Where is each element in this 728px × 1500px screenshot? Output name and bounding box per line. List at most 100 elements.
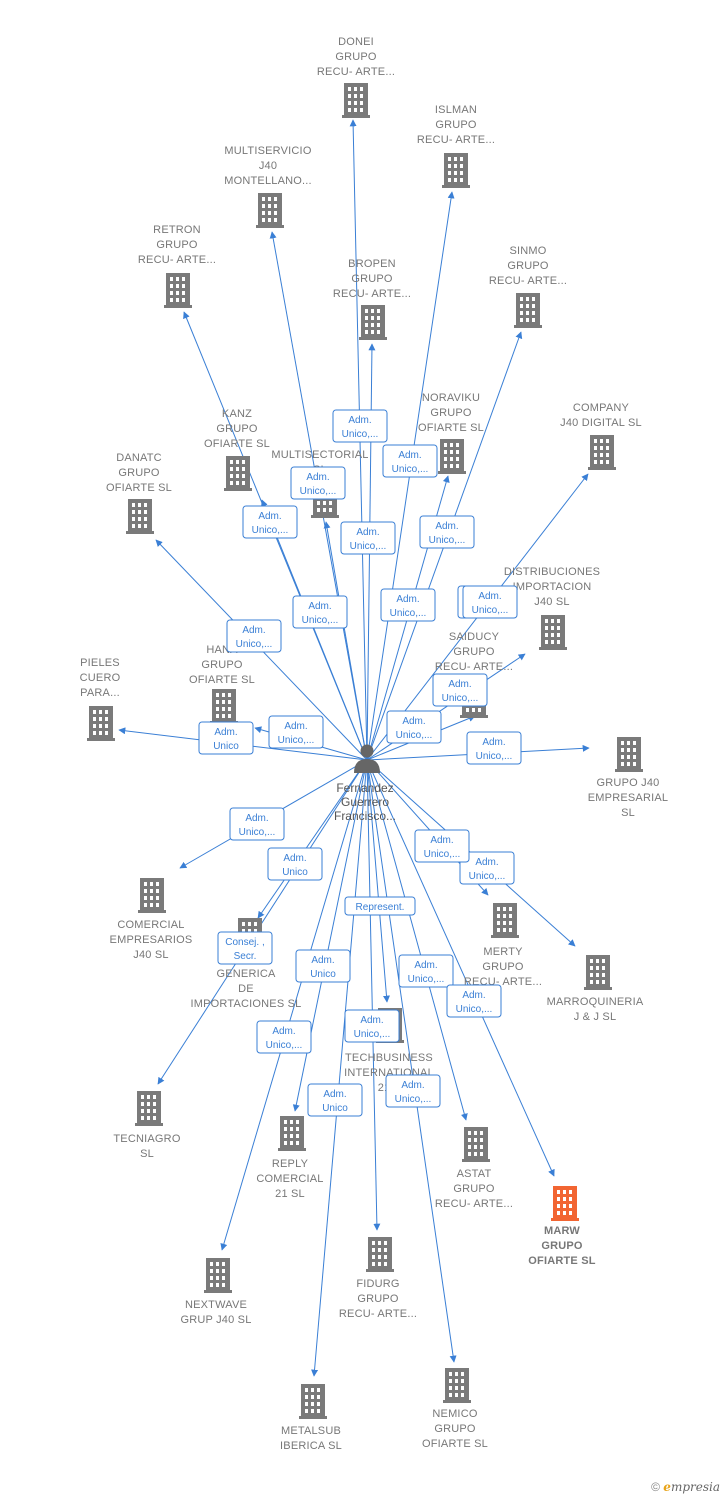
edge-label-kanz[interactable]: Adm.Unico,...	[380, 588, 436, 622]
edge-label-marroquineria[interactable]: Adm.Unico,...	[414, 829, 470, 863]
edge-label-techbusiness[interactable]: Represent.	[344, 896, 416, 916]
company-label-line: DONEI	[338, 36, 374, 48]
empresia-logo[interactable]: empresia	[663, 1480, 720, 1494]
edge-label-box	[414, 829, 470, 863]
edge-label-merty[interactable]: Adm.Unico,...	[459, 851, 515, 885]
edge-label-box	[217, 931, 273, 965]
building-icon	[210, 689, 238, 724]
edge-label-nemico[interactable]: Adm.Unico,...	[385, 1074, 441, 1108]
edge-label-text: Adm.Unico,...	[476, 737, 513, 762]
edge-label-line: Unico,...	[239, 827, 276, 838]
edge-label-nextwave[interactable]: Adm.Unico,...	[256, 1020, 312, 1054]
edge-label-line: Adm.	[356, 527, 379, 538]
edge-label-line: Adm.	[396, 594, 419, 605]
company-label-line: SAIDUCY	[449, 631, 500, 643]
edge-label-text: Adm.Unico,...	[390, 594, 427, 619]
edge-label-metalsub[interactable]: Adm.Unico	[307, 1083, 363, 1117]
edge-label-hana[interactable]: Adm.Unico,...	[268, 715, 324, 749]
company-label-line: GRUPO	[118, 467, 160, 479]
company-label-line: EMPRESARIOS	[110, 934, 193, 946]
edge-label-danatc[interactable]: Adm.Unico,...	[226, 619, 282, 653]
edge-nextwave	[220, 759, 368, 1251]
edge-label-line: Adm.	[462, 990, 485, 1001]
company-label-line: J & J SL	[574, 1011, 617, 1023]
edge-label-company-j40[interactable]: Adm.Unico,...	[462, 585, 518, 619]
edge-label-multisectorial[interactable]: Adm.Unico,...	[290, 466, 346, 500]
edge-label-islman[interactable]: Adm.Unico,...	[382, 444, 438, 478]
edge-label-line: Consej. ,	[225, 937, 264, 948]
edge-label-line: Unico,...	[469, 871, 506, 882]
edge-label-line: Unico,...	[236, 639, 273, 650]
edge-label-line: Unico,...	[342, 429, 379, 440]
edge-label-text: Adm.Unico,...	[342, 415, 379, 440]
edge-label-donei[interactable]: Adm.Unico,...	[332, 409, 388, 443]
edge-label-saiducy[interactable]: Adm.Unico,...	[386, 710, 442, 744]
edge-label-pieles[interactable]: Adm.Unico	[198, 721, 254, 755]
edge-label-astat[interactable]: Adm.Unico,...	[398, 954, 454, 988]
edge-label-marw[interactable]: Adm.Unico,...	[446, 984, 502, 1018]
edge-label-grupo-j40[interactable]: Adm.Unico,...	[466, 731, 522, 765]
edge-label-line: Unico,...	[424, 849, 461, 860]
person-name-line: Fernandez	[336, 781, 393, 795]
edge-label-line: Unico,...	[278, 735, 315, 746]
company-label-line: GRUPO	[357, 1293, 399, 1305]
edge-astat	[366, 759, 468, 1121]
edge-label-tecniagro[interactable]: Consej. ,Secr.	[217, 931, 273, 965]
edge-label-reply[interactable]: Adm.Unico	[295, 949, 351, 983]
company-label-line: NEMICO	[432, 1408, 477, 1420]
building-icon	[224, 456, 252, 491]
person-icon	[360, 744, 374, 758]
edge-label-line: Unico,...	[252, 525, 289, 536]
edge-label-bropen[interactable]: Adm.Unico,...	[340, 521, 396, 555]
edge-label-comercial[interactable]: Adm.Unico,...	[229, 807, 285, 841]
edge-label-box	[226, 619, 282, 653]
company-label-line: J40 SL	[534, 596, 569, 608]
edge-label-box	[382, 444, 438, 478]
building-icon	[551, 1186, 579, 1221]
edge-label-fidurg[interactable]: Adm.Unico,...	[344, 1009, 400, 1043]
edge-label-sinmo[interactable]: Adm.Unico,...	[419, 515, 475, 549]
edge-label-line: Adm.	[283, 853, 306, 864]
company-label-line: DANATC	[116, 452, 162, 464]
company-label-line: MARW	[544, 1225, 580, 1237]
edge-label-multiservicio[interactable]: Adm.Unico,...	[242, 505, 298, 539]
edge-label-generica[interactable]: Adm.Unico	[267, 847, 323, 881]
company-label-line: COMPANY	[573, 402, 630, 414]
edge-label-distribuciones[interactable]: Adm.Unico,...	[432, 673, 488, 707]
edge-label-box	[267, 847, 323, 881]
edge-label-line: Unico	[310, 969, 336, 980]
edge-label-text: Adm.Unico,...	[392, 450, 429, 475]
edge-label-retron[interactable]: Adm.Unico,...	[292, 595, 348, 629]
